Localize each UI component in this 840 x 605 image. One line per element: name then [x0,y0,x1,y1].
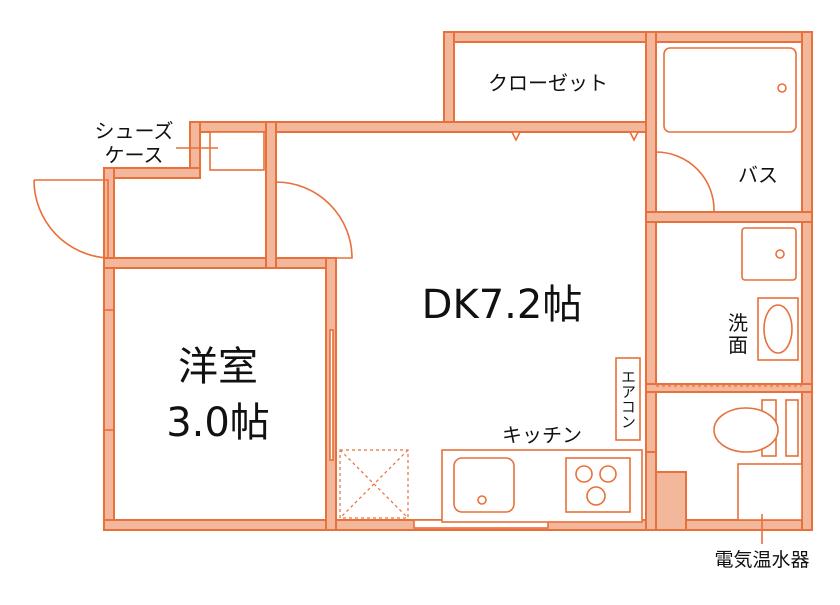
kitchen-sink [453,457,515,513]
burner-c [586,486,606,506]
water-heater [737,463,803,521]
bathtub [663,47,797,133]
storage-cross-b [339,449,409,519]
label-kitchen: キッチン [502,423,582,447]
label-closet: クローゼット [488,71,608,95]
sink-drain [477,495,487,505]
label-shoes-2: ケース [105,143,164,167]
aircon-unit [615,357,641,441]
shoe-case [209,131,265,171]
wall-left [103,167,115,531]
dk-door [275,181,353,259]
western-sliding-door [329,329,334,461]
closet-mark-left [510,131,522,142]
wall-pillar [655,471,687,531]
wall-right [801,31,813,531]
washer-pan [741,227,797,281]
burner-b [599,465,617,483]
label-shoes-1: シューズ [95,119,174,143]
wall-closet-left [443,31,455,129]
bathtub-drain [777,83,787,93]
storage-box [339,449,409,519]
label-wash-1: 洗 [728,311,748,335]
burner-a [575,465,593,483]
label-western-1: 洋室 [178,344,258,390]
label-dk: DK7.2帖 [422,282,583,328]
label-water-heater: 電気温水器 [714,549,809,571]
wall-notch-horiz [103,167,201,179]
wall-main-top [189,121,653,133]
entrance-door [33,179,109,259]
wall-wash-bottom [645,383,813,393]
wash-basin [763,304,793,354]
label-aircon: エアコン [619,369,637,429]
washer-drain [775,249,785,259]
wall-toilet-left [645,451,657,531]
toilet-panel [785,399,799,457]
wall-top [443,31,813,43]
labels: クローゼット バス 洗 面 シューズ ケース DK7.2帖 洋室 3.0帖 キッ… [95,71,810,571]
label-wash-2: 面 [728,333,748,357]
bath-door [655,151,715,213]
wall-western-top [103,257,337,269]
inner-lines [33,121,802,529]
closet-mark-right [628,131,640,142]
toilet-bowl [713,407,779,453]
wall-entry-right [265,121,277,269]
label-bath: バス [738,163,778,187]
fixtures [441,47,803,544]
label-western-2: 3.0帖 [166,400,270,446]
wall-bath-bottom [645,211,813,223]
